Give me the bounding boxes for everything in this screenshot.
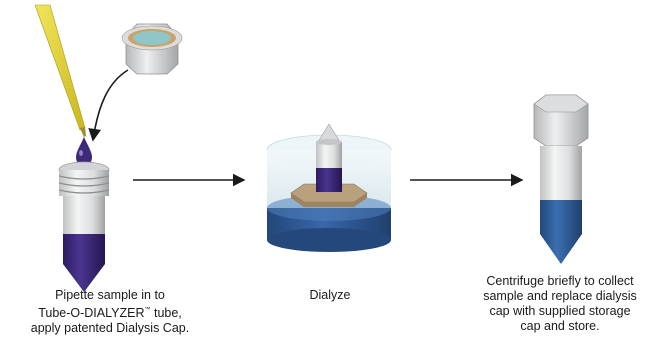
caption-centrifuge-step: Centrifuge briefly to collect sample and… [472, 274, 648, 334]
trademark-symbol: ™ [144, 307, 151, 313]
caption-line: Centrifuge briefly to collect [486, 274, 634, 288]
caption-line: cap and store. [520, 319, 600, 333]
product-name: Tube-O-DIALYZER [38, 306, 145, 320]
caption-line: sample and replace dialysis [483, 289, 637, 303]
caption-line: Dialyze [309, 288, 351, 302]
float-icon [290, 183, 368, 207]
step-pipette-group [34, 4, 183, 292]
step-dialyze-group [266, 123, 392, 252]
caption-line: apply patented Dialysis Cap. [30, 321, 190, 335]
step-centrifuge-group [533, 94, 589, 264]
sample-drop-icon [76, 137, 92, 166]
storage-cap-icon [533, 94, 589, 147]
pipette-icon [34, 4, 86, 137]
caption-dialyze-step: Dialyze [280, 288, 380, 303]
tube-icon [58, 161, 110, 292]
caption-line: tube, [153, 306, 182, 320]
cap-direction-arrow [88, 69, 129, 142]
caption-pipette-step: Pipette sample in to Tube-O-DIALYZER™ tu… [10, 288, 210, 336]
caption-line: Pipette sample in to [55, 288, 165, 302]
tube-icon [540, 146, 582, 264]
dialysis-cap-icon [121, 23, 183, 75]
floating-tube-icon [316, 123, 342, 192]
caption-line: cap with supplied storage [489, 304, 631, 318]
